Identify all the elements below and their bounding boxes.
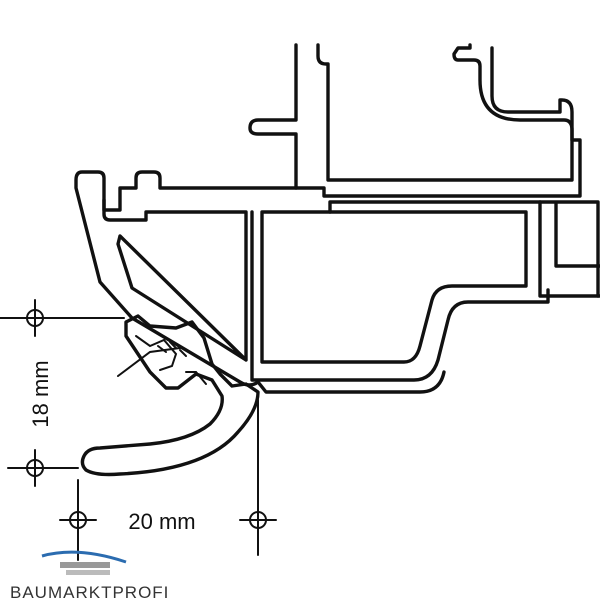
seal-profile bbox=[80, 314, 260, 477]
logo-bar-icon bbox=[60, 562, 110, 568]
frame-profile bbox=[74, 43, 600, 394]
baumarktprofi-logo: BAUMARKTPROFI bbox=[10, 550, 169, 600]
logo-roof-icon bbox=[41, 550, 127, 564]
logo-text: BAUMARKTPROFI bbox=[10, 583, 169, 600]
width-dimension-label: 20 mm bbox=[128, 509, 195, 534]
dimension-height: 18 mm bbox=[0, 299, 125, 487]
height-dimension-label: 18 mm bbox=[28, 360, 53, 427]
dimension-width: 20 mm bbox=[59, 399, 277, 561]
